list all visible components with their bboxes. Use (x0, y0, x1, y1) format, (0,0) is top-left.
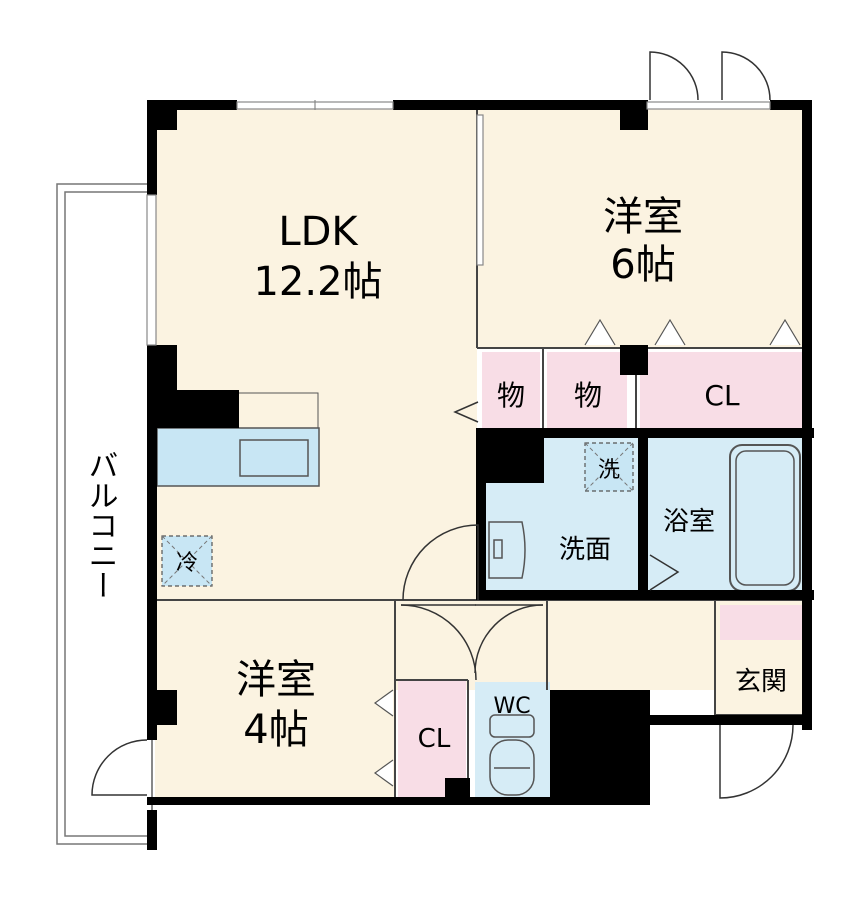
balcony (56, 183, 153, 845)
wash-basin (488, 521, 526, 579)
storage-1-label: 物 (497, 379, 525, 412)
toilet-floor (475, 682, 550, 800)
western-4-floor (155, 600, 395, 800)
bathroom-label: 浴室 (663, 507, 715, 537)
closet-upper-label: CL (704, 379, 740, 412)
fridge-label: 冷 (176, 551, 198, 576)
toilet-label: WC (493, 694, 530, 719)
entrance-label: 玄関 (735, 667, 787, 697)
toilet-bowl (489, 714, 535, 796)
storage-2-floor (547, 352, 627, 428)
western-4-size-label: 4帖 (243, 707, 308, 753)
washer-label: 洗 (598, 458, 620, 483)
storage-1-floor (482, 352, 540, 428)
western-6-floor (477, 108, 807, 348)
bathroom-floor (648, 438, 806, 598)
ldk-size-label: 12.2帖 (253, 259, 382, 305)
western-6-label: 洋室 (603, 194, 683, 240)
western-4-label: 洋室 (236, 657, 316, 703)
entrance-step (720, 605, 802, 640)
kitchen-counter (156, 427, 320, 487)
closet-lower-label: CL (418, 724, 451, 754)
kitchen-sink (239, 439, 309, 477)
western-6-size-label: 6帖 (610, 242, 675, 288)
ldk-floor (155, 108, 477, 600)
balcony-label: バルコニー (83, 450, 118, 600)
closet-upper-floor (640, 352, 805, 428)
washroom-label: 洗面 (559, 535, 611, 565)
hall-floor (395, 600, 715, 690)
ldk-label: LDK (278, 209, 359, 255)
storage-2-label: 物 (574, 379, 602, 412)
